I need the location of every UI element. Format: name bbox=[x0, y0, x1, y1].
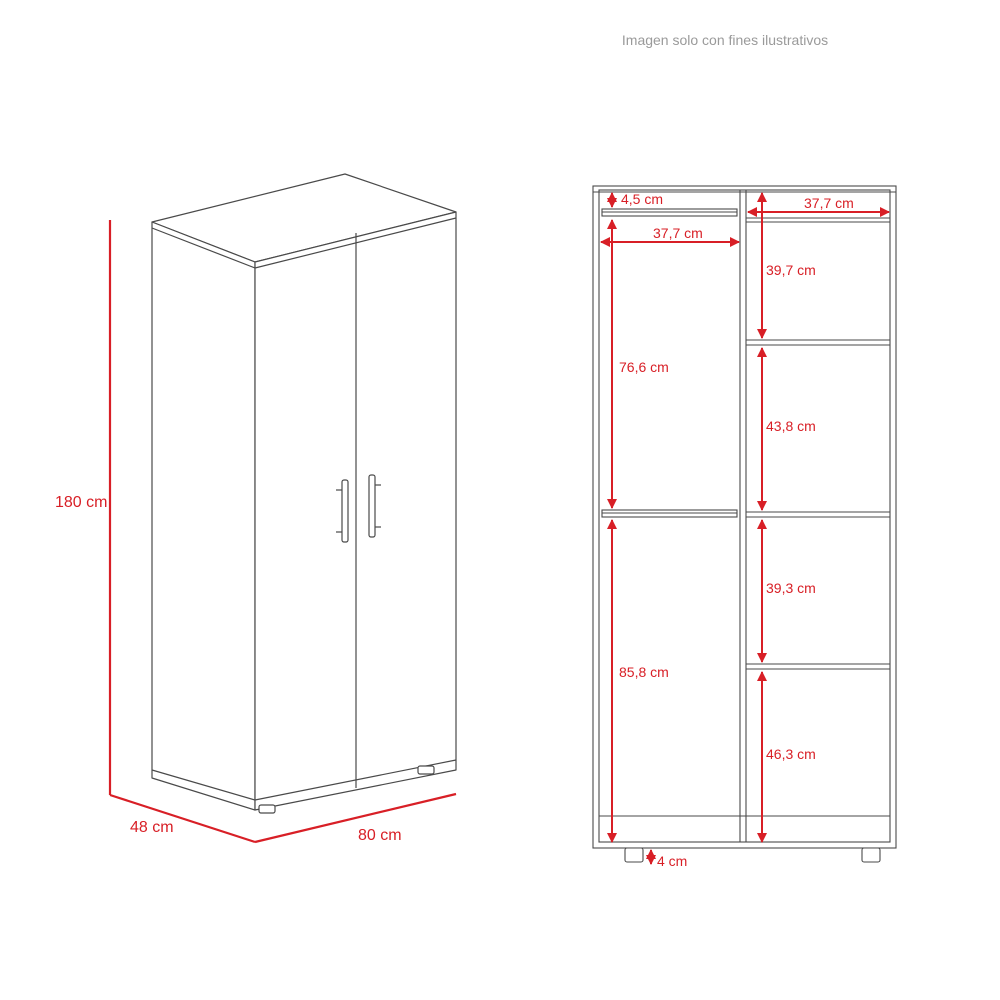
interior-view bbox=[592, 185, 897, 849]
top-gap-label: 4,5 cm bbox=[621, 191, 663, 207]
left-width-label: 37,7 cm bbox=[653, 225, 703, 241]
shelf-4-label: 46,3 cm bbox=[766, 746, 816, 762]
foot-label: 4 cm bbox=[657, 853, 687, 869]
foot-right bbox=[861, 847, 881, 863]
door-handles bbox=[336, 474, 381, 543]
wardrobe-side bbox=[151, 221, 256, 811]
foot-front-right bbox=[417, 765, 435, 775]
interior-frame bbox=[592, 185, 897, 849]
closed-wardrobe bbox=[151, 173, 457, 814]
interior-dimension-arrows bbox=[600, 192, 890, 865]
handle-right bbox=[368, 474, 376, 538]
shelf-2-label: 43,8 cm bbox=[766, 418, 816, 434]
width-label: 80 cm bbox=[358, 827, 402, 844]
lower-hanging-label: 85,8 cm bbox=[619, 664, 669, 680]
outer-dimension-lines bbox=[108, 220, 457, 844]
width-line bbox=[254, 792, 457, 844]
handle-left bbox=[341, 479, 349, 543]
right-width-label: 37,7 cm bbox=[804, 195, 854, 211]
disclaimer-text: Imagen solo con fines ilustrativos bbox=[621, 32, 829, 48]
shelf-1-label: 39,7 cm bbox=[766, 262, 816, 278]
depth-label: 48 cm bbox=[130, 819, 174, 836]
depth-line bbox=[109, 793, 256, 844]
height-label: 180 cm bbox=[55, 494, 107, 511]
foot-left bbox=[624, 847, 644, 863]
foot-front-left bbox=[258, 804, 276, 814]
shelf-3-label: 39,3 cm bbox=[766, 580, 816, 596]
interior-feet bbox=[624, 847, 881, 863]
upper-hanging-label: 76,6 cm bbox=[619, 359, 669, 375]
